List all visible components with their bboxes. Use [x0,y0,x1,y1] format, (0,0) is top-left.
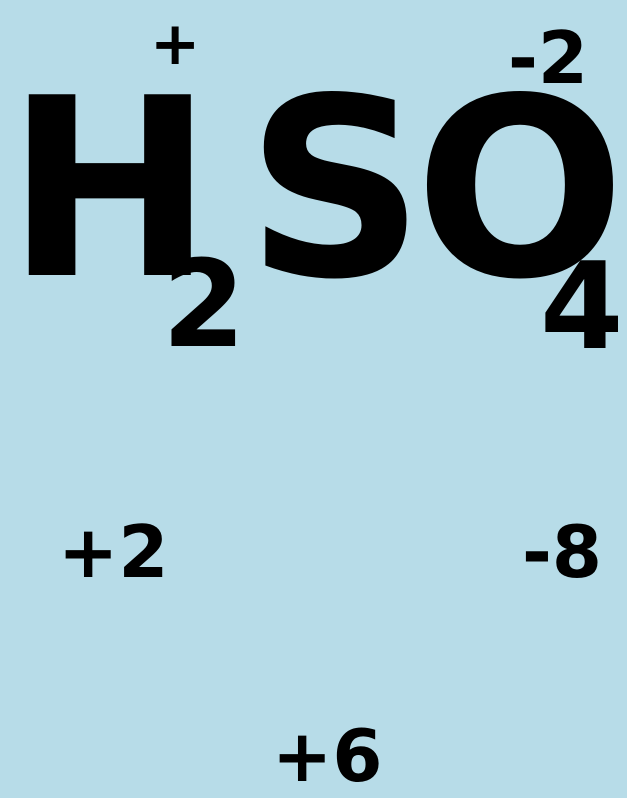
hydrogen-total-charge: +2 [58,510,169,594]
sulfur-charge: +6 [272,714,383,798]
oxygen-subscript: 4 [540,238,624,377]
hydrogen-subscript: 2 [162,236,246,375]
hydrogen-charge-label: + [150,9,201,79]
sulfur-oxygen-symbols: SO [246,46,625,334]
oxygen-total-charge: -8 [522,510,602,594]
hydrogen-symbol: H [6,46,214,334]
oxygen-charge-label: -2 [508,16,588,100]
